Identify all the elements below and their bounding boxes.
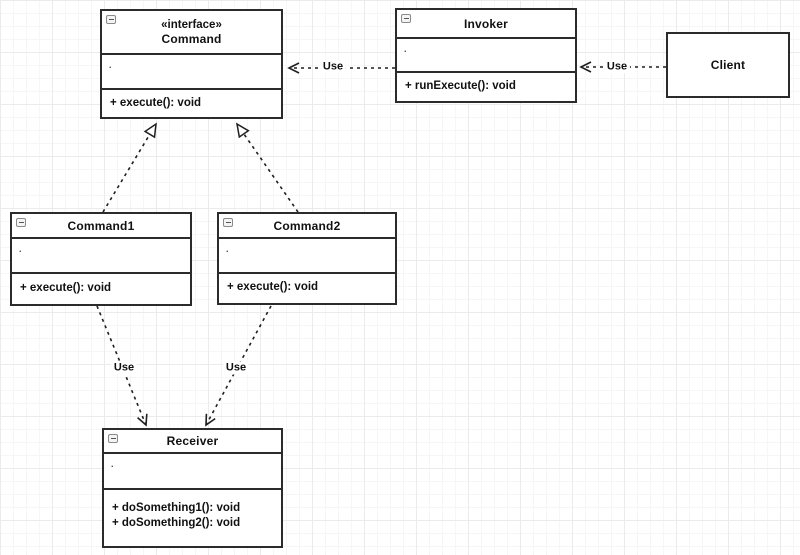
collapse-icon[interactable]	[223, 218, 233, 227]
method-label: + doSomething1(): void	[112, 502, 241, 514]
minus-glyph	[403, 17, 409, 20]
edge-command1-realizes-command[interactable]	[102, 124, 156, 213]
collapse-icon[interactable]	[106, 15, 116, 24]
attribute-placeholder: .	[19, 244, 22, 254]
collapse-icon[interactable]	[401, 14, 411, 23]
attribute-placeholder: .	[226, 244, 229, 254]
attributes-compartment: .	[104, 452, 281, 488]
minus-glyph	[225, 221, 231, 224]
attributes-compartment: .	[397, 37, 575, 71]
method-label: + execute(): void	[110, 97, 202, 109]
minus-glyph	[110, 437, 116, 440]
stereotype-label: «interface»	[161, 19, 222, 31]
class-node-client[interactable]: Client	[666, 32, 790, 98]
edge-label-use: Use	[319, 60, 347, 74]
edge-label-use: Use	[110, 361, 138, 375]
methods-compartment: + execute(): void	[219, 272, 395, 301]
class-title: Command1	[67, 218, 135, 233]
class-title: Receiver	[166, 434, 219, 448]
attributes-compartment: .	[219, 237, 395, 272]
method-label: + execute(): void	[20, 281, 112, 294]
class-title: Client	[710, 58, 746, 72]
attributes-compartment: .	[12, 237, 190, 272]
attributes-compartment: .	[102, 53, 281, 88]
class-title: Command	[161, 32, 222, 46]
methods-compartment: + execute(): void	[102, 88, 281, 117]
methods-compartment: + runExecute(): void	[397, 71, 575, 99]
class-title: Command2	[273, 218, 341, 233]
edge-command2-realizes-command[interactable]	[237, 124, 299, 213]
edge-command2-uses-receiver[interactable]	[205, 305, 272, 427]
method-label: + execute(): void	[227, 281, 319, 293]
minus-glyph	[18, 221, 24, 224]
class-node-receiver[interactable]: Receiver . + doSomething1(): void + doSo…	[102, 428, 283, 548]
collapse-icon[interactable]	[108, 434, 118, 443]
attribute-placeholder: .	[109, 60, 112, 70]
attribute-placeholder: .	[111, 459, 114, 469]
class-node-command2[interactable]: Command2 . + execute(): void	[217, 212, 397, 305]
attribute-placeholder: .	[404, 44, 407, 54]
collapse-icon[interactable]	[16, 218, 26, 227]
method-label: + doSomething2(): void	[112, 517, 241, 529]
edge-label-use: Use	[222, 361, 250, 375]
methods-compartment: + doSomething1(): void + doSomething2():…	[104, 488, 281, 542]
methods-compartment: + execute(): void	[12, 272, 190, 302]
class-node-command-interface[interactable]: «interface» Command . + execute(): void	[100, 9, 283, 119]
class-node-invoker[interactable]: Invoker . + runExecute(): void	[395, 8, 577, 103]
class-title: Invoker	[463, 16, 509, 31]
minus-glyph	[108, 18, 114, 21]
method-label: + runExecute(): void	[405, 79, 516, 92]
edge-label-use: Use	[603, 60, 631, 74]
class-node-command1[interactable]: Command1 . + execute(): void	[10, 212, 192, 306]
